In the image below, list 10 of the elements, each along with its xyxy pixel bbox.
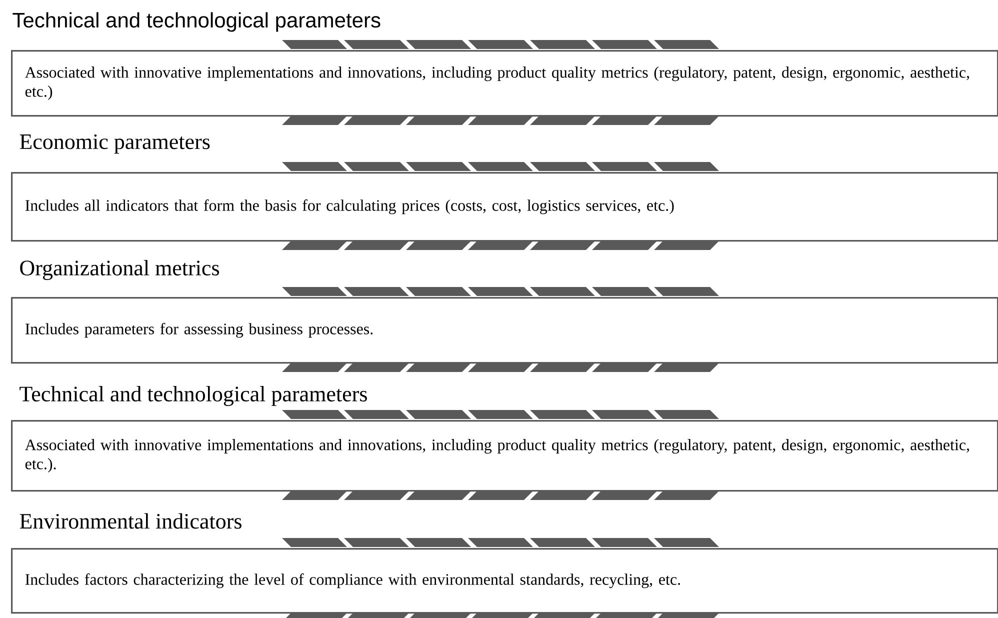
heading: Environmental indicators <box>20 513 242 529</box>
heading: Technical and technological parameters <box>12 12 380 32</box>
text-box: Includes all indicators that form the basis for calculating prices (costs, cost, logistics services, etc.) <box>11 172 998 242</box>
heading: Technical and technological parameters <box>20 386 367 406</box>
text-box: Includes factors characterizing the level of compliance with environmental standards, recycling, etc. <box>11 548 998 614</box>
heading: Organizational metrics <box>20 260 219 280</box>
text-box: Includes parameters for assessing business processes. <box>11 297 998 364</box>
text-box: Associated with innovative implementations and innovations, including product quality metrics (regulatory, patent, design, ergonomic, aesthetic, etc.) <box>11 50 998 117</box>
text-box: Associated with innovative implementations and innovations, including product quality metrics (regulatory, patent, design, ergonomic, aesthetic, etc.). <box>11 420 998 492</box>
heading: Economic parameters <box>20 134 210 154</box>
